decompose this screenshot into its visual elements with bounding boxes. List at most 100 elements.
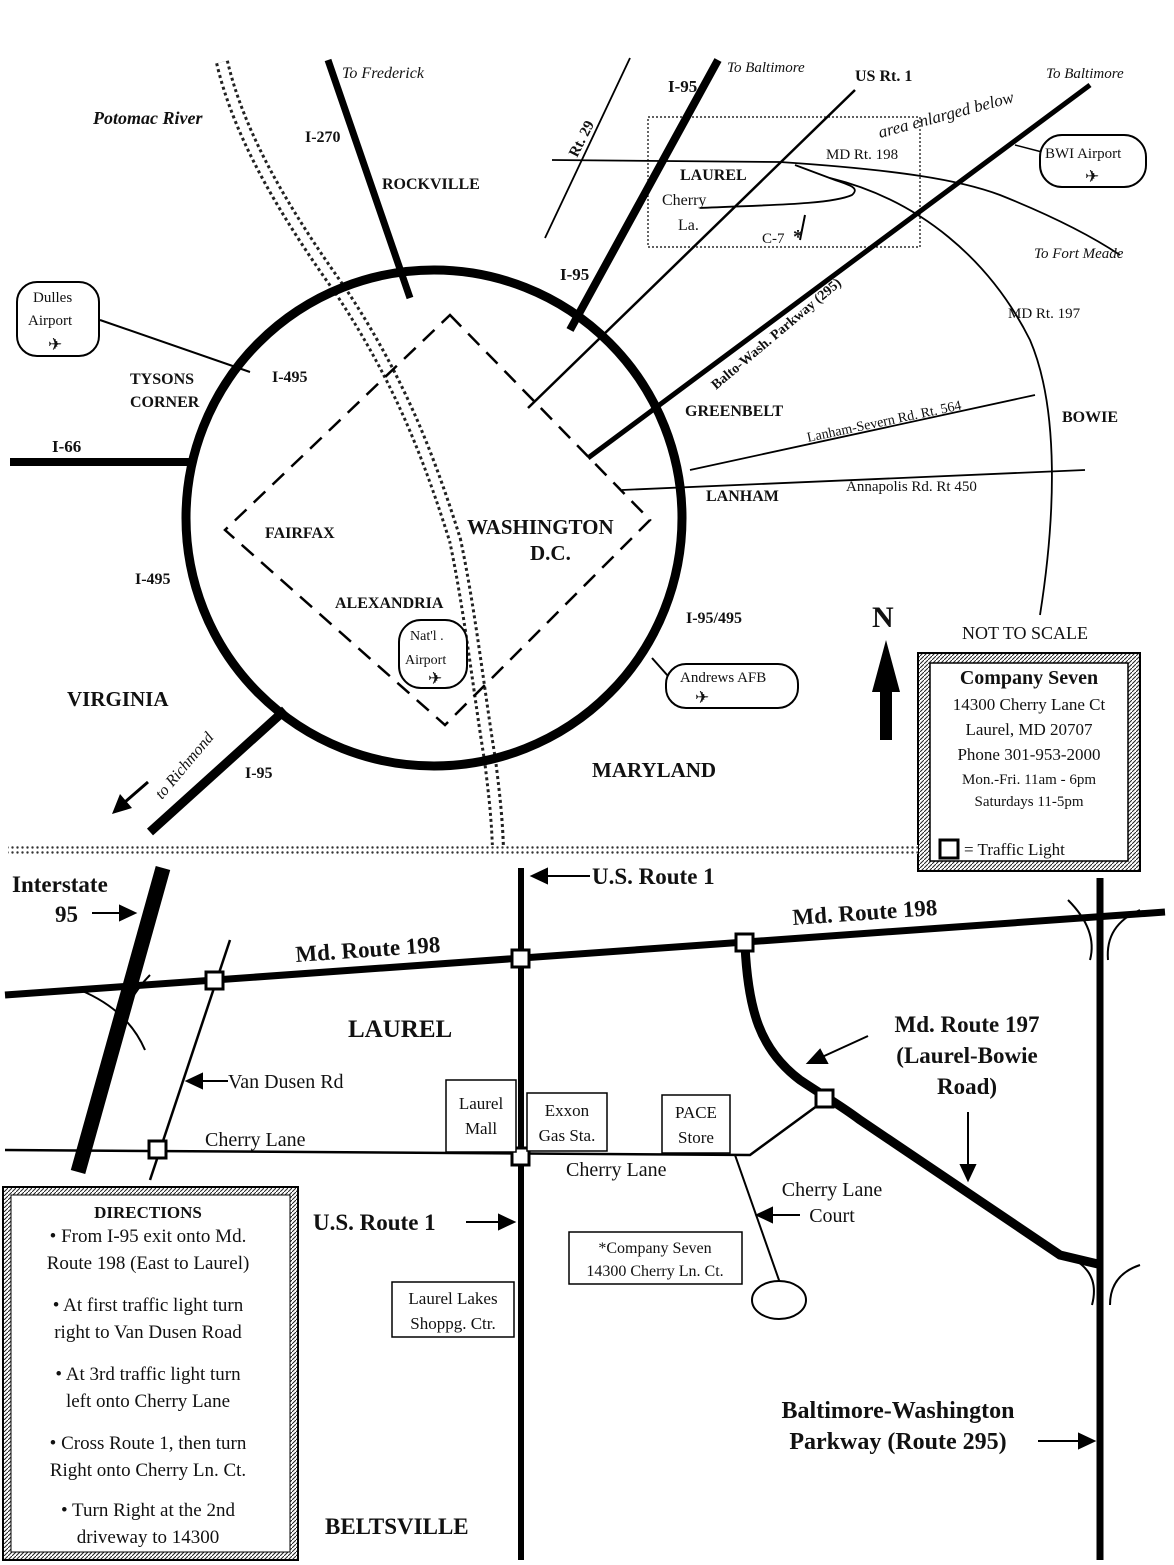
label-us-route1-mid: U.S. Route 1 bbox=[313, 1210, 436, 1235]
directions-line: • At first traffic light turn bbox=[53, 1295, 244, 1316]
directions-box: DIRECTIONS • From I-95 exit onto Md. Rou… bbox=[2, 1186, 299, 1561]
label-bw-2: Parkway (Route 295) bbox=[789, 1429, 1006, 1455]
traffic-light-icon bbox=[147, 1139, 168, 1160]
traffic-light-icon bbox=[734, 932, 755, 953]
label-i495-left: I-495 bbox=[135, 571, 171, 588]
dc-boundary bbox=[223, 313, 652, 727]
directions-line: • At 3rd traffic light turn bbox=[55, 1364, 241, 1385]
label-c7: C-7 bbox=[762, 231, 785, 247]
label-cherry-lane-right: Cherry Lane bbox=[566, 1159, 667, 1181]
label-tysons-2: CORNER bbox=[130, 394, 200, 411]
label-bwi: BWI Airport bbox=[1045, 146, 1122, 162]
label-bw-parkway-upper: Balto-Wash. Parkway (295) bbox=[709, 276, 845, 393]
label-laurel-lakes-1: Laurel Lakes bbox=[408, 1289, 497, 1308]
label-md198-right: Md. Route 198 bbox=[792, 895, 938, 930]
md197-down-arrow-icon bbox=[959, 1112, 977, 1183]
label-cherry-lane-left: Cherry Lane bbox=[205, 1129, 306, 1151]
md197-road bbox=[829, 177, 1053, 616]
lower-map: Interstate 95 U.S. Route 1 Md. Route 198… bbox=[4, 864, 1166, 1560]
label-company-1: *Company Seven bbox=[598, 1240, 711, 1257]
label-cherry-court-1: Cherry Lane bbox=[782, 1179, 883, 1201]
md198-road bbox=[551, 159, 1121, 256]
label-cherry-la-2: La. bbox=[678, 217, 699, 234]
label-i270: I-270 bbox=[305, 129, 341, 146]
c7-star-icon: * bbox=[793, 226, 803, 248]
label-i95-495: I-95/495 bbox=[686, 610, 742, 627]
label-to-baltimore-1: To Baltimore bbox=[727, 60, 805, 76]
directions-line: • From I-95 exit onto Md. bbox=[50, 1226, 247, 1247]
label-pace-1: PACE bbox=[675, 1103, 717, 1122]
company-hours-2: Saturdays 11-5pm bbox=[974, 794, 1083, 810]
label-dc: D.C. bbox=[530, 541, 571, 565]
label-exxon-2: Gas Sta. bbox=[539, 1126, 596, 1145]
label-interstate-1: Interstate bbox=[12, 872, 108, 897]
cul-de-sac bbox=[751, 1280, 807, 1320]
i95-south-road bbox=[146, 706, 289, 836]
label-cherry-la-1: Cherry bbox=[662, 192, 706, 209]
label-natl-2: Airport bbox=[405, 653, 446, 668]
i95-north-road bbox=[566, 58, 722, 332]
company-address-1: 14300 Cherry Lane Ct bbox=[953, 695, 1106, 714]
company-phone: Phone 301-953-2000 bbox=[957, 745, 1100, 764]
label-virginia: VIRGINIA bbox=[67, 687, 169, 711]
label-exxon-1: Exxon bbox=[545, 1101, 590, 1120]
traffic-light-legend-label: = Traffic Light bbox=[964, 840, 1065, 859]
traffic-light-legend-icon bbox=[938, 838, 960, 860]
natl-airport-badge bbox=[398, 619, 468, 689]
label-van-dusen: Van Dusen Rd bbox=[228, 1071, 344, 1093]
label-laurel-mall-1: Laurel bbox=[459, 1094, 504, 1113]
label-not-to-scale: NOT TO SCALE bbox=[962, 623, 1088, 643]
label-annapolis: Annapolis Rd. Rt 450 bbox=[846, 479, 977, 495]
andrews-road bbox=[651, 657, 669, 677]
label-lanham-severn: Lanham-Severn Rd. Rt. 564 bbox=[806, 398, 963, 445]
md198-road bbox=[4, 908, 1166, 999]
dulles-airport-badge bbox=[16, 281, 100, 357]
label-to-fort-meade: To Fort Meade bbox=[1034, 246, 1124, 262]
bw-parkway-road bbox=[586, 82, 1092, 461]
bwi-airplane-icon: ✈ bbox=[1085, 167, 1099, 186]
bwi-road bbox=[1014, 144, 1043, 153]
beltway-i495 bbox=[181, 265, 687, 771]
label-greenbelt: GREENBELT bbox=[685, 403, 783, 420]
label-andrews: Andrews AFB bbox=[680, 670, 766, 686]
to-richmond-arrow-icon bbox=[112, 780, 149, 814]
van-dusen-arrow-icon bbox=[184, 1072, 228, 1090]
label-dulles-1: Dulles bbox=[33, 290, 72, 306]
company-seven-box bbox=[568, 1231, 743, 1285]
label-laurel-lakes-2: Shoppg. Ctr. bbox=[410, 1314, 496, 1333]
label-i66: I-66 bbox=[52, 437, 81, 456]
directions-title: DIRECTIONS bbox=[94, 1203, 202, 1222]
label-us-rt1: US Rt. 1 bbox=[855, 68, 912, 85]
label-to-frederick: To Frederick bbox=[342, 65, 425, 82]
us-route1-mid-arrow-icon bbox=[466, 1213, 517, 1231]
label-north: N bbox=[872, 601, 894, 634]
label-i95-top: I-95 bbox=[668, 77, 697, 96]
pace-store-box bbox=[661, 1094, 731, 1154]
label-cherry-court-2: Court bbox=[809, 1205, 855, 1227]
traffic-light-icon bbox=[204, 970, 225, 991]
company-hours-1: Mon.-Fri. 11am - 6pm bbox=[962, 772, 1096, 788]
dulles-road bbox=[99, 319, 251, 373]
cherry-lane-road bbox=[4, 1098, 826, 1157]
laurel-mall-box bbox=[445, 1079, 517, 1153]
directions-line: • Turn Right at the 2nd bbox=[61, 1500, 235, 1521]
label-i95-mid: I-95 bbox=[560, 265, 589, 284]
label-i95-bottom: I-95 bbox=[245, 765, 273, 782]
directions-line: driveway to 14300 bbox=[77, 1527, 219, 1548]
label-dulles-2: Airport bbox=[28, 313, 73, 329]
label-md197-3: Road) bbox=[937, 1074, 997, 1099]
i270-road bbox=[324, 58, 414, 300]
andrews-afb-badge bbox=[665, 663, 799, 709]
andrews-airplane-icon: ✈ bbox=[695, 688, 709, 707]
label-to-baltimore-2: To Baltimore bbox=[1046, 66, 1124, 82]
label-i495-top: I-495 bbox=[272, 369, 308, 386]
label-tysons-1: TYSONS bbox=[130, 371, 194, 388]
label-area-enlarged: area enlarged below bbox=[876, 87, 1016, 142]
exxon-box bbox=[526, 1092, 608, 1152]
label-bw-1: Baltimore-Washington bbox=[782, 1398, 1015, 1424]
annapolis-road bbox=[621, 469, 1086, 491]
cherry-lane-court-road bbox=[734, 1154, 781, 1284]
label-washington: WASHINGTON bbox=[467, 515, 614, 539]
bwi-airport-badge bbox=[1039, 134, 1147, 188]
